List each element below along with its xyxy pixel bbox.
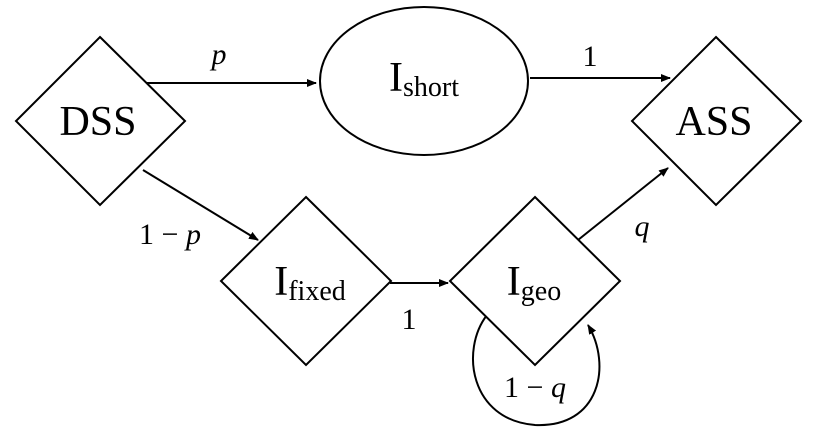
node-ishort [319, 6, 529, 156]
node-ishort-label: Ishort [389, 55, 459, 103]
node-ishort-sub: short [403, 72, 459, 103]
edge-label-1-top: 1 [583, 40, 598, 73]
node-dss-label: DSS [59, 99, 136, 145]
node-ass [630, 35, 803, 207]
edge-label-p: p [210, 38, 227, 71]
node-igeo-sub: geo [521, 276, 561, 307]
node-dss [14, 35, 187, 207]
node-igeo [448, 195, 622, 367]
node-ass-label: ASS [675, 99, 752, 145]
edge-dss-to-ifixed [142, 169, 259, 241]
edge-label-q: q [635, 210, 650, 243]
edge-igeo-to-ass [577, 167, 669, 241]
node-ishort-main: I [389, 55, 403, 101]
node-ifixed-sub: fixed [288, 276, 346, 307]
edge-label-1-minus-p: 1 − p [139, 218, 201, 251]
edge-igeo-self-loop [472, 314, 601, 427]
node-ifixed-main: I [274, 259, 288, 305]
node-igeo-main: I [507, 259, 521, 305]
node-ifixed [219, 195, 393, 367]
edge-label-1-bottom: 1 [402, 303, 417, 336]
node-ifixed-label: Ifixed [274, 259, 346, 307]
edge-label-1-minus-q: 1 − q [504, 371, 566, 404]
node-igeo-label: Igeo [507, 259, 561, 307]
